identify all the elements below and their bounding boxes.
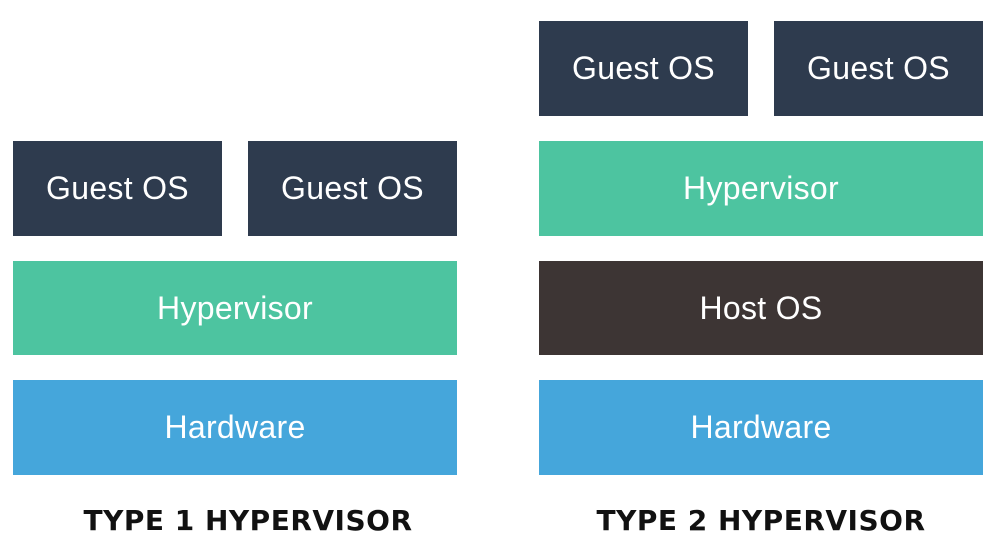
type1-guest-os-left-label: Guest OS xyxy=(46,170,189,206)
type1-guest-os-right: Guest OS xyxy=(248,141,457,236)
type1-caption: TYPE 1 HYPERVISOR xyxy=(83,504,413,537)
type2-hypervisor-layer: Hypervisor xyxy=(539,141,983,236)
type2-guest-os-right: Guest OS xyxy=(774,21,983,116)
type1-hardware-layer: Hardware xyxy=(13,380,457,475)
type1-hardware-label: Hardware xyxy=(164,409,306,445)
type2-guest-os-left-label: Guest OS xyxy=(572,50,715,86)
type1-hypervisor-label: Hypervisor xyxy=(157,289,313,326)
type1-guest-os-right-label: Guest OS xyxy=(281,170,424,206)
type2-guest-os-left: Guest OS xyxy=(539,21,748,116)
type2-host-os-layer: Host OS xyxy=(539,261,983,355)
type2-guest-os-right-label: Guest OS xyxy=(807,50,950,86)
type2-host-os-label: Host OS xyxy=(699,289,823,326)
type2-hardware-label: Hardware xyxy=(690,409,832,445)
type2-caption: TYPE 2 HYPERVISOR xyxy=(596,504,926,537)
type1-guest-os-left: Guest OS xyxy=(13,141,222,236)
type2-hardware-layer: Hardware xyxy=(539,380,983,475)
type2-hypervisor-label: Hypervisor xyxy=(683,170,839,206)
type1-hypervisor-layer: Hypervisor xyxy=(13,261,457,355)
